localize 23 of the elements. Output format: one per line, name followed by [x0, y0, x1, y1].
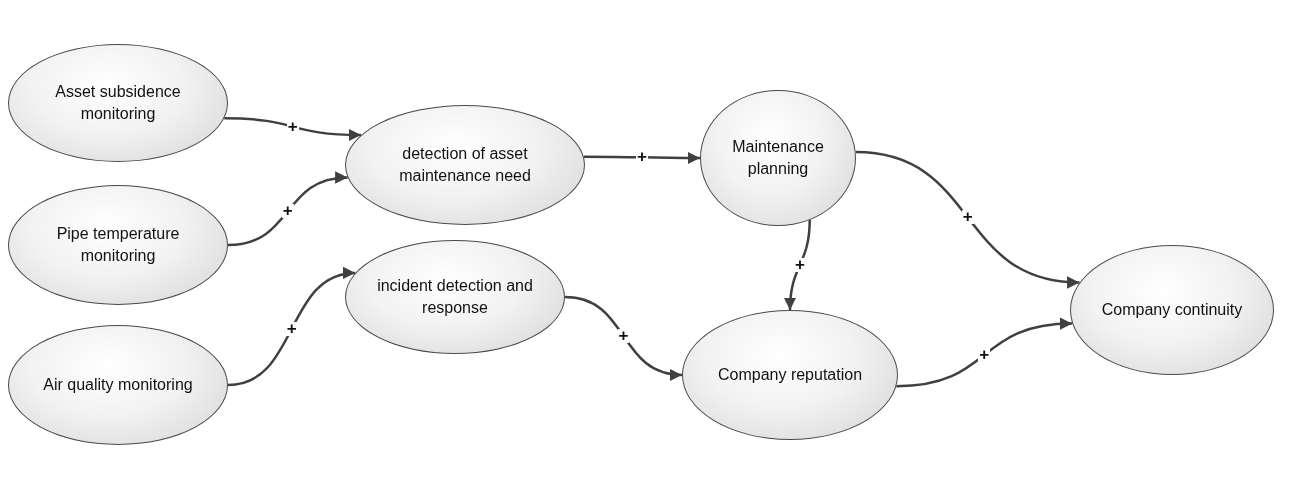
arrow: [227, 268, 356, 387]
edge-label: +: [286, 119, 299, 134]
edge-label: +: [978, 347, 991, 362]
node-text: Company reputation: [717, 365, 863, 386]
arrow: [896, 318, 1073, 388]
arrow: [564, 295, 683, 380]
node-text: incident detection and response: [376, 276, 534, 318]
edge-label: +: [285, 321, 298, 336]
node-text: Pipe temperature monitoring: [55, 224, 181, 266]
edge-label: +: [617, 329, 630, 343]
arrow: [583, 151, 700, 165]
node-text: Company continuity: [1101, 300, 1243, 321]
arrow: [855, 150, 1080, 288]
edge-label: +: [281, 204, 294, 219]
edge-label: +: [961, 210, 974, 225]
node-text: detection of asset maintenance need: [398, 144, 532, 186]
arrow: [784, 220, 811, 311]
node-text: Asset subsidence monitoring: [54, 82, 182, 124]
node-text: Maintenance planning: [731, 137, 825, 179]
edge-label: +: [793, 258, 806, 273]
arrow: [227, 172, 348, 247]
node-text: Air quality monitoring: [43, 375, 193, 396]
arrow: [224, 117, 362, 141]
